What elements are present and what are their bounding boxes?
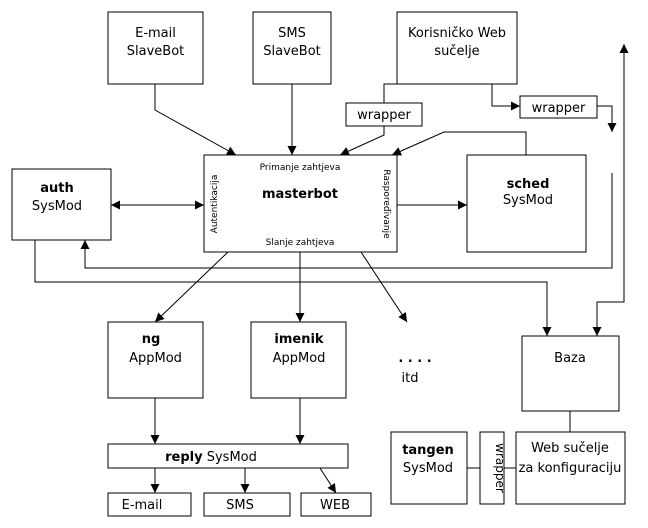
masterbot-left-label: Autentikacija [210,175,220,234]
baza-label: Baza [554,351,586,366]
reply-label: reply SysMod [165,450,257,465]
ng-title: ng [142,332,161,347]
masterbot-right-label: Raspoređivanje [381,169,391,239]
web-ui-rect [396,11,518,85]
baza-rect [521,335,620,412]
email-slavebot-rect [107,11,204,85]
web-ui-line1: Korisničko Web [408,26,506,41]
out-sms-rect [203,492,291,517]
masterbot-rect [203,154,398,253]
masterbot-bottom-label: Slanje zahtjeva [266,238,335,248]
auth-subtitle: SysMod [32,199,82,214]
itd-dots: . . . . [398,351,431,366]
ng-subtitle: AppMod [129,351,182,366]
arrow-reply-to-web [319,467,337,494]
out-web-label: WEB [320,498,350,513]
tangen-title: tangen [402,443,454,458]
reply-bold: reply [165,450,203,465]
email-slavebot-box: E-mail SlaveBot [107,11,204,85]
arrow-webui-baza [592,44,629,336]
imenik-box: imenik AppMod [250,321,347,399]
tangen-box: tangen SysMod [390,431,468,505]
out-web-box: WEB [300,492,372,517]
wrapper-1-box: wrapper [345,102,423,127]
web-config-line1: Web sučelje [531,441,609,456]
email-slavebot-line2: SlaveBot [127,44,185,59]
sms-slavebot-line2: SlaveBot [263,44,321,59]
itd-group: . . . . itd [398,351,431,386]
out-web-rect [300,492,372,517]
wrapper-2-box: wrapper [519,95,598,119]
web-ui-line2: sučelje [434,44,479,59]
arrow-masterbot-to-ng [154,251,229,323]
web-config-rect [515,431,626,505]
out-sms-label: SMS [226,498,254,513]
auth-rect [11,168,112,241]
arrow-wrapper2-down [597,105,617,132]
imenik-subtitle: AppMod [273,351,326,366]
tangen-rect [390,431,468,505]
line-webui-to-wrapper1 [383,83,420,103]
wrapper-3-box: wrapper [479,431,507,505]
wrapper-1-rect [345,102,423,127]
arrow-masterbot-to-itd [360,251,408,323]
arrow-webui-to-wrapper2 [491,84,520,111]
wrapper-1-label: wrapper [357,108,411,123]
sms-slavebot-rect [252,11,332,85]
ng-rect [107,321,204,399]
sched-box: sched SysMod [466,154,587,253]
reply-rest: SysMod [203,450,257,465]
arrow-sched-to-masterbot [391,131,527,156]
masterbot-box: masterbot Primanje zahtjeva Slanje zahtj… [203,154,398,253]
sched-rect [466,154,587,253]
imenik-title: imenik [274,332,324,347]
baza-box: Baza [521,335,620,412]
reply-box: reply SysMod [107,443,349,469]
out-email-box: E-mail [107,492,192,517]
web-config-box: Web sučelje za konfiguraciju [515,431,626,505]
auth-title: auth [40,181,74,196]
web-config-line2: za konfiguraciju [519,461,622,476]
email-slavebot-line1: E-mail [135,26,176,41]
out-email-rect [107,492,192,517]
web-ui-box: Korisničko Web sučelje [396,11,518,85]
masterbot-top-label: Primanje zahtjeva [260,163,341,173]
out-email-label: E-mail [122,498,163,513]
reply-rect [107,443,349,469]
imenik-rect [250,321,347,399]
sms-slavebot-box: SMS SlaveBot [252,11,332,85]
wrapper-3-rect [479,431,505,505]
tangen-subtitle: SysMod [403,461,453,476]
sched-title: sched [507,177,550,192]
connections [34,44,629,494]
itd-label: itd [402,371,419,386]
masterbot-title: masterbot [262,187,338,202]
sms-slavebot-line1: SMS [278,26,306,41]
wrapper-3-label: wrapper [493,443,507,493]
out-sms-box: SMS [203,492,291,517]
arrow-wrapper1-to-masterbot [339,126,385,156]
wrapper-2-rect [519,95,598,119]
arrow-email-to-masterbot [154,84,237,156]
wrapper-2-label: wrapper [532,101,586,116]
auth-box: auth SysMod [11,168,112,241]
ng-box: ng AppMod [107,321,204,399]
sched-subtitle: SysMod [503,193,553,208]
arrow-auth-to-baza [34,240,552,336]
